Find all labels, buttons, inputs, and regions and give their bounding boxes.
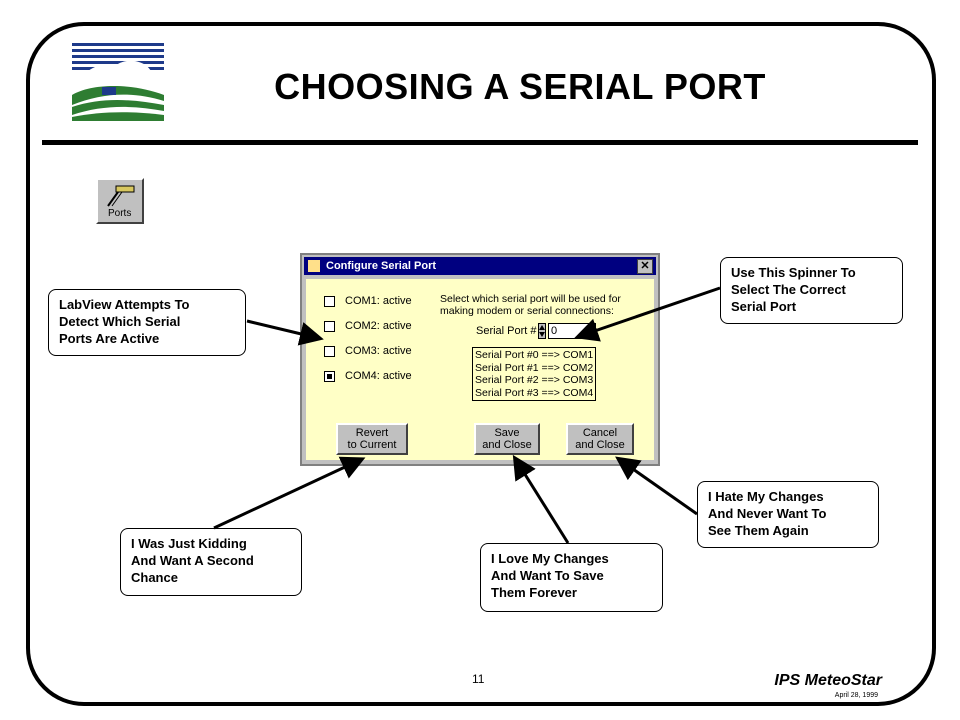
- port-mapping-list: Serial Port #0 ==> COM1 Serial Port #1 =…: [472, 347, 596, 401]
- meteostar-logo: [72, 43, 164, 121]
- com3-label: COM3: active: [345, 345, 412, 357]
- port-mapping-item: Serial Port #3 ==> COM4: [475, 386, 594, 399]
- slide-date: April 28, 1999: [834, 692, 878, 699]
- callout-line: See Them Again: [708, 523, 809, 538]
- serial-port-spinner[interactable]: [538, 323, 546, 339]
- spinner-arrows-icon: [539, 325, 545, 337]
- callout-line: Select The Correct: [731, 282, 846, 297]
- callout-line: And Never Want To: [708, 506, 827, 521]
- callout-spinner: Use This Spinner To Select The Correct S…: [720, 257, 903, 324]
- cancel-and-close-button[interactable]: Cancel and Close: [566, 423, 634, 455]
- button-label-line: to Current: [347, 439, 397, 451]
- callout-detect-ports: LabView Attempts To Detect Which Serial …: [48, 289, 246, 356]
- arrow-spinner: [574, 286, 721, 342]
- callout-line: And Want To Save: [491, 568, 604, 583]
- callout-save: I Love My Changes And Want To Save Them …: [480, 543, 663, 612]
- callout-line: I Love My Changes: [491, 551, 609, 566]
- callout-line: Ports Are Active: [59, 331, 160, 346]
- port-mapping-item: Serial Port #0 ==> COM1: [475, 349, 594, 361]
- instructions-text: Select which serial port will be used fo…: [440, 293, 640, 317]
- serial-port-label: Serial Port #: [476, 325, 537, 337]
- com4-checkbox-row[interactable]: COM4: active: [324, 368, 412, 384]
- brand-name: IPS MeteoStar: [774, 672, 882, 689]
- callout-line: I Was Just Kidding: [131, 536, 247, 551]
- title-divider: [42, 140, 918, 145]
- com2-checkbox[interactable]: [324, 320, 335, 332]
- slide-frame: [26, 22, 936, 706]
- com1-checkbox[interactable]: [324, 295, 335, 307]
- button-label-line: Cancel: [582, 427, 618, 439]
- instructions-line: making modem or serial connections:: [440, 305, 614, 317]
- callout-line: Chance: [131, 570, 178, 585]
- button-label-line: and Close: [575, 439, 625, 451]
- page-title: CHOOSING A SERIAL PORT: [274, 66, 766, 107]
- button-label-line: Revert: [355, 427, 389, 439]
- serial-connector-icon: [107, 185, 135, 207]
- com2-checkbox-row[interactable]: COM2: active: [324, 318, 412, 334]
- button-label-line: and Close: [482, 439, 532, 451]
- configure-serial-port-dialog: Configure Serial Port ✕ COM1: active COM…: [300, 253, 660, 466]
- close-icon[interactable]: ✕: [637, 259, 653, 274]
- arrow-save: [512, 454, 570, 544]
- port-mapping-item: Serial Port #1 ==> COM2: [475, 361, 594, 374]
- dialog-title-bar[interactable]: Configure Serial Port ✕: [304, 257, 656, 275]
- callout-line: I Hate My Changes: [708, 489, 824, 504]
- arrow-revert: [213, 456, 366, 530]
- ports-toolbar-button[interactable]: Ports: [96, 178, 144, 224]
- callout-line: Detect Which Serial: [59, 314, 181, 329]
- callout-line: Serial Port: [731, 299, 797, 314]
- arrow-cancel: [615, 456, 698, 516]
- callout-line: And Want A Second: [131, 553, 254, 568]
- com1-label: COM1: active: [345, 295, 412, 307]
- labview-app-icon: [308, 260, 320, 272]
- com3-checkbox[interactable]: [324, 345, 335, 357]
- port-mapping-item: Serial Port #2 ==> COM3: [475, 374, 594, 386]
- com3-checkbox-row[interactable]: COM3: active: [324, 343, 412, 359]
- callout-line: Them Forever: [491, 585, 577, 600]
- revert-to-current-button[interactable]: Revert to Current: [336, 423, 408, 455]
- ports-label: Ports: [108, 208, 132, 219]
- dialog-body: COM1: active COM2: active COM3: active C…: [306, 279, 654, 460]
- page-number: 11: [472, 672, 485, 686]
- dialog-title: Configure Serial Port: [326, 260, 437, 272]
- com1-checkbox-row[interactable]: COM1: active: [324, 293, 412, 309]
- com4-label: COM4: active: [345, 370, 412, 382]
- arrow-detect: [246, 319, 324, 346]
- com4-checkbox[interactable]: [324, 370, 335, 382]
- callout-revert: I Was Just Kidding And Want A Second Cha…: [120, 528, 302, 596]
- callout-cancel: I Hate My Changes And Never Want To See …: [697, 481, 879, 548]
- callout-line: LabView Attempts To: [59, 297, 190, 312]
- button-label-line: Save: [494, 427, 520, 439]
- com2-label: COM2: active: [345, 320, 412, 332]
- instructions-line: Select which serial port will be used fo…: [440, 293, 621, 305]
- save-and-close-button[interactable]: Save and Close: [474, 423, 540, 455]
- callout-line: Use This Spinner To: [731, 265, 856, 280]
